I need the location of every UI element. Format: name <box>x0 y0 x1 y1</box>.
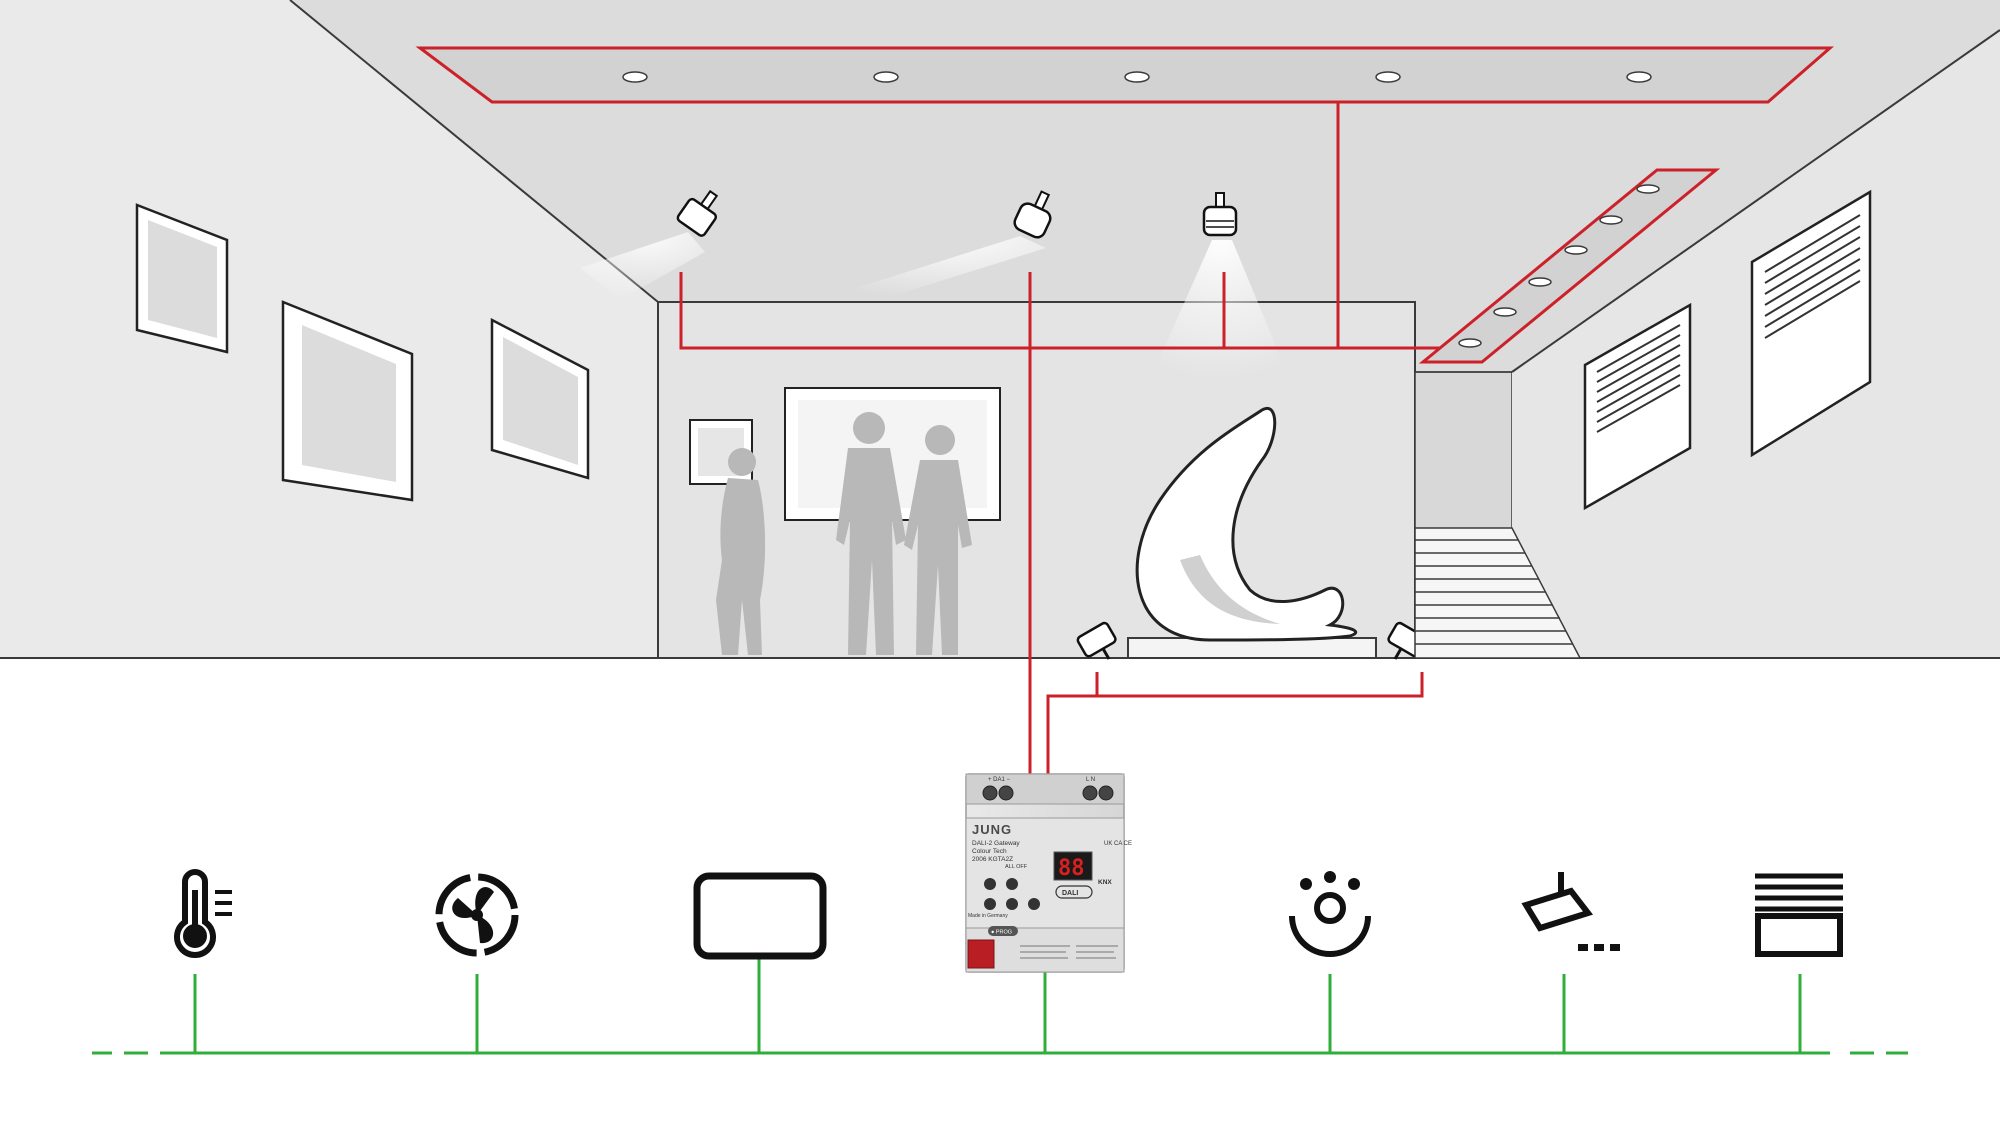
downlight <box>1564 245 1588 255</box>
downlight <box>1124 71 1150 83</box>
light-beams <box>580 232 1290 380</box>
gateway-dali-logo: DALI <box>1062 890 1078 897</box>
dali-gateway-module: + DA1 − L N JUNG DALI-2 Gateway Colour T… <box>965 773 1132 973</box>
downlight <box>1493 307 1517 317</box>
beam-right-spot <box>1150 240 1290 380</box>
spotlight-middle <box>1013 190 1052 239</box>
gateway-display <box>1053 851 1093 881</box>
gateway-prog-label: ● PROG <box>991 930 1012 936</box>
knx-bus <box>92 958 1908 1055</box>
beam-left-spot <box>580 232 705 300</box>
gateway-button[interactable] <box>1028 898 1040 910</box>
visitor-man-1 <box>836 412 906 655</box>
spotlight-right <box>1202 192 1238 237</box>
downlight <box>1528 277 1552 287</box>
gateway-button[interactable] <box>1006 878 1018 890</box>
downlight <box>1626 71 1652 83</box>
panel-icon <box>693 872 827 960</box>
stair-side <box>1414 527 1582 659</box>
left-wall-frames <box>135 203 590 502</box>
sculpture-shadow <box>1180 555 1280 624</box>
camera-icon <box>1521 872 1620 951</box>
dali-line-floor <box>1046 672 1424 778</box>
gateway-prog-button[interactable] <box>988 926 1018 936</box>
gateway-product-line2: Colour Tech <box>972 848 1007 855</box>
edge-right-ceiling <box>1511 29 2000 373</box>
fan-icon <box>435 873 519 957</box>
picture-canvas <box>302 325 396 482</box>
downlight <box>1599 215 1623 225</box>
ceiling-coffer <box>415 46 1835 364</box>
staircase <box>1414 527 1582 659</box>
right-wall-windows <box>1583 189 1872 511</box>
gateway-dali-logo-box <box>1055 885 1093 899</box>
ceiling-spotlights <box>676 189 1238 239</box>
gateway-all-off-label: ALL OFF <box>1005 864 1028 870</box>
gateway-button[interactable] <box>984 898 996 910</box>
terminal-screw <box>1098 785 1114 801</box>
presence-sensor-icon <box>1289 871 1371 957</box>
visitor-man-2 <box>904 425 972 655</box>
spotlight-left <box>676 189 719 237</box>
dali-wiring <box>679 102 1440 778</box>
gateway-knx-logo: KNX <box>1098 879 1112 886</box>
sculpture <box>1127 406 1377 659</box>
terminal-screw <box>982 785 998 801</box>
gateway-made-in: Made in Germany <box>968 913 1008 919</box>
downlight <box>622 71 648 83</box>
visitor-silhouettes <box>716 412 972 655</box>
window-back-blind-slats <box>1764 214 1861 339</box>
gateway-terminal-right: L N <box>1086 777 1095 783</box>
gateway-display-value: 88 <box>1058 856 1085 881</box>
window-front <box>1583 302 1692 511</box>
visitor-woman <box>716 448 766 655</box>
downlight <box>1458 338 1482 348</box>
window-back <box>1750 189 1872 458</box>
terminal-screw <box>1082 785 1098 801</box>
gateway-knx-connector <box>967 939 995 969</box>
thermometer-icon <box>174 869 232 958</box>
blinds-icon <box>1755 873 1843 957</box>
dali-line-ceiling <box>679 272 1440 350</box>
picture-canvas <box>148 220 217 338</box>
window-front-blind-slats <box>1596 324 1681 433</box>
gateway-product-line3: 2006 KGTA2Z <box>972 856 1013 863</box>
beam-middle-spot <box>850 236 1046 300</box>
downlight <box>1636 184 1660 194</box>
downlight <box>1375 71 1401 83</box>
gateway-brand: JUNG <box>972 822 1012 837</box>
terminal-screw <box>998 785 1014 801</box>
downlight <box>873 71 899 83</box>
edge-left-ceiling <box>289 0 659 303</box>
gateway-button[interactable] <box>1006 898 1018 910</box>
gateway-terminal-left: + DA1 − <box>988 777 1011 783</box>
uplight-left <box>1076 621 1117 660</box>
gateway-button[interactable] <box>984 878 996 890</box>
picture-canvas <box>503 337 578 465</box>
gateway-ce-marks: UK CA CE <box>1104 841 1132 847</box>
gateway-product-line1: DALI-2 Gateway <box>972 840 1020 847</box>
